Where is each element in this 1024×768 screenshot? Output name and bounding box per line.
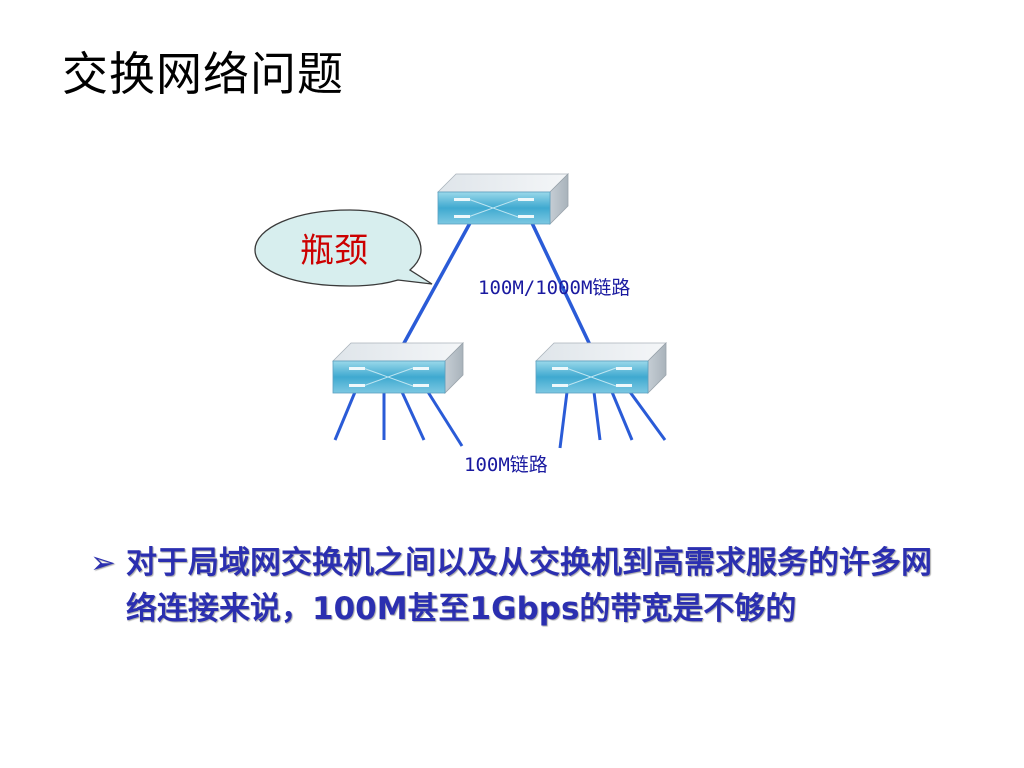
bullet-arrow-icon: ➢ [90,545,116,581]
bullet-text: 对于局域网交换机之间以及从交换机到高需求服务的许多网络连接来说，100M甚至1G… [126,545,932,627]
access-switch-left-icon [332,342,464,394]
uplink-label: 100M/1000M链路 [478,277,630,299]
bullet-point: ➢ 对于局域网交换机之间以及从交换机到高需求服务的许多网络连接来说，100M甚至… [90,540,950,632]
access-switch-right-icon [535,342,667,394]
callout-label: 瓶颈 [300,231,368,271]
access-links-left [333,391,464,447]
bottleneck-callout: 瓶颈 [254,209,433,287]
core-switch-icon [437,173,569,225]
uplink-right [530,222,592,346]
network-diagram: 瓶颈 100M/1000M链路 100M链路 [254,173,667,476]
slide-title: 交换网络问题 [62,47,344,101]
uplink-links [401,222,592,346]
access-link-label: 100M链路 [464,454,548,476]
uplink-left [401,222,472,346]
access-links-right [558,391,667,449]
